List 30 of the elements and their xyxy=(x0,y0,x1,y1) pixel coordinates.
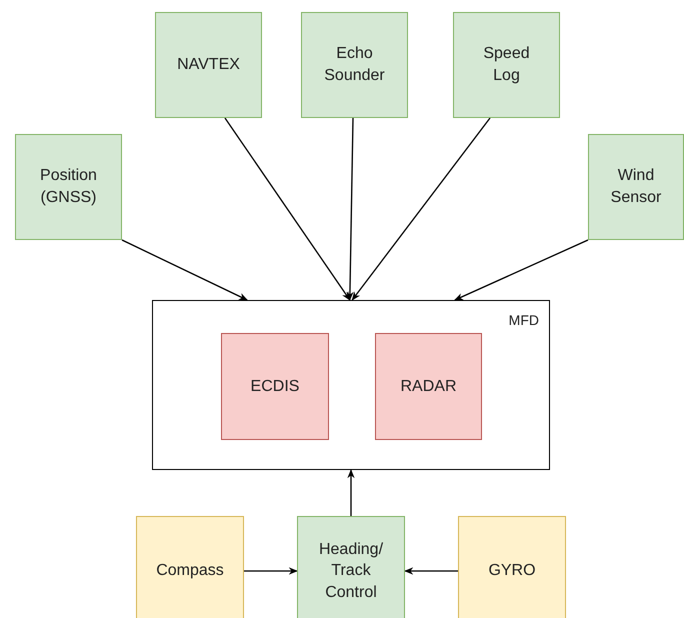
arrow xyxy=(122,239,248,301)
node-label: Echo Sounder xyxy=(323,44,386,86)
node-label: Speed Log xyxy=(482,44,531,86)
sensor-box xyxy=(136,516,244,618)
process-box xyxy=(155,12,262,118)
process-box xyxy=(297,516,405,618)
node-label: RADAR xyxy=(400,376,456,397)
node-label: Position (GNSS) xyxy=(39,166,98,208)
module-box xyxy=(221,333,329,440)
process-box xyxy=(588,134,684,240)
process-box xyxy=(301,12,408,118)
arrow xyxy=(454,239,588,301)
node-label: Compass xyxy=(156,561,224,582)
arrow xyxy=(352,118,491,301)
node-label: GYRO xyxy=(488,561,536,582)
node-label: NAVTEX xyxy=(177,55,240,76)
node-label: ECDIS xyxy=(250,376,300,397)
process-box xyxy=(15,134,122,240)
arrow xyxy=(244,567,298,575)
arrow xyxy=(224,118,350,301)
container-box xyxy=(152,300,550,470)
sensor-box xyxy=(458,516,566,618)
arrow xyxy=(346,118,354,301)
node-label: Heading/ Track Control xyxy=(318,540,384,603)
arrow xyxy=(404,567,458,575)
module-box xyxy=(375,333,482,440)
arrow xyxy=(347,469,355,516)
node-label: MFD xyxy=(508,311,539,330)
node-label: Wind Sensor xyxy=(610,166,662,208)
process-box xyxy=(453,12,560,118)
